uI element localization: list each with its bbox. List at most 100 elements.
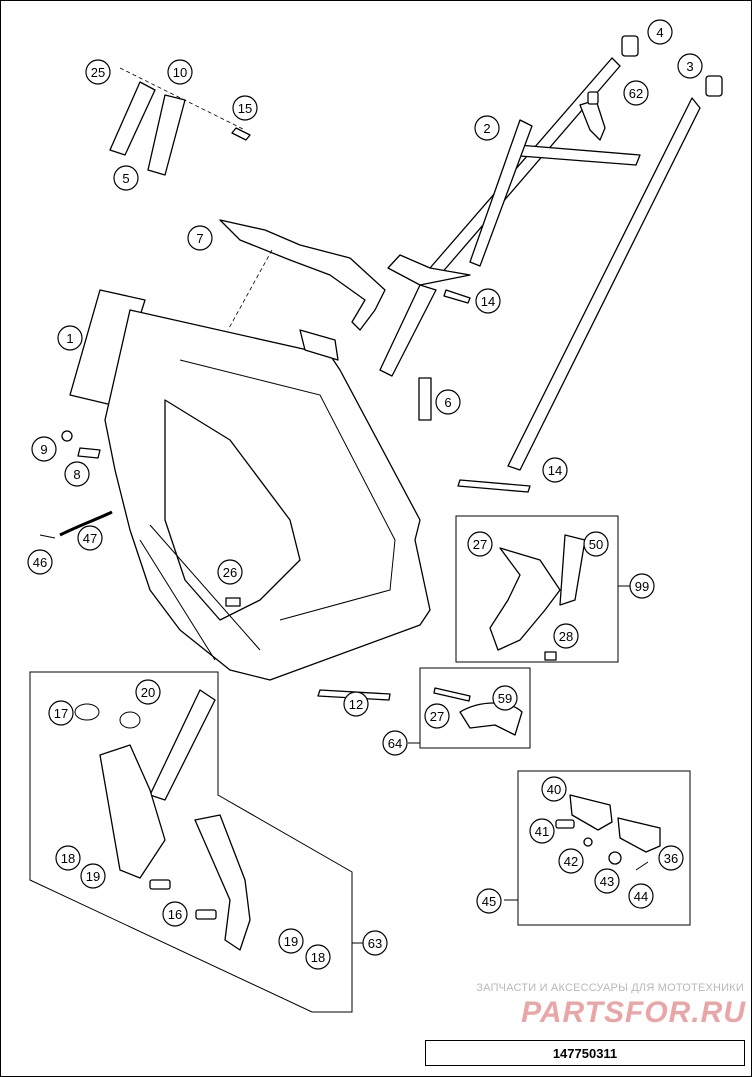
callout-15: 15 <box>232 95 258 121</box>
callout-label: 20 <box>141 685 155 700</box>
callout-27: 27 <box>424 703 450 729</box>
callout-label: 99 <box>635 579 649 594</box>
callout-label: 42 <box>564 854 578 869</box>
callout-1: 1 <box>57 325 83 351</box>
bolt-14-lower <box>457 479 531 493</box>
guard-64 <box>433 687 523 736</box>
callout-label: 59 <box>498 691 512 706</box>
nut-9 <box>61 430 73 442</box>
callout-label: 3 <box>686 59 693 74</box>
hose-47 <box>59 510 113 537</box>
callout-7: 7 <box>187 225 213 251</box>
callout-label: 19 <box>284 934 298 949</box>
callout-19: 19 <box>80 863 106 889</box>
callout-label: 8 <box>73 467 80 482</box>
end-plug-4 <box>621 35 639 57</box>
side-stand-assembly <box>489 534 586 661</box>
callout-label: 63 <box>368 936 382 951</box>
callout-5: 5 <box>113 165 139 191</box>
watermark-logo: PARTSFOR.RU <box>521 996 746 1029</box>
nut-62 <box>587 91 599 105</box>
callout-14: 14 <box>475 288 501 314</box>
bolt-8 <box>77 447 101 459</box>
callout-label: 7 <box>196 231 203 246</box>
callout-label: 15 <box>238 101 252 116</box>
end-plug-3 <box>705 75 723 97</box>
callout-99: 99 <box>629 573 655 599</box>
callout-62: 62 <box>623 80 649 106</box>
part-number-box: 147750311 <box>425 1040 745 1066</box>
callout-16: 16 <box>162 901 188 927</box>
callout-label: 14 <box>481 294 495 309</box>
callout-label: 43 <box>600 874 614 889</box>
callout-label: 64 <box>388 736 402 751</box>
group-box-99 <box>455 515 619 663</box>
callout-8: 8 <box>64 461 90 487</box>
callout-26: 26 <box>217 559 243 585</box>
callout-9: 9 <box>31 436 57 462</box>
callout-19: 19 <box>278 928 304 954</box>
callout-label: 10 <box>173 65 187 80</box>
callout-label: 46 <box>33 555 47 570</box>
engine-brackets <box>109 67 251 176</box>
callout-label: 47 <box>83 531 97 546</box>
callout-63: 63 <box>362 930 388 956</box>
callout-4: 4 <box>647 19 673 45</box>
callout-label: 18 <box>311 950 325 965</box>
engine-mount-7 <box>219 219 386 331</box>
callout-10: 10 <box>167 59 193 85</box>
callout-20: 20 <box>135 679 161 705</box>
callout-label: 50 <box>589 537 603 552</box>
callout-64: 64 <box>382 730 408 756</box>
callout-47: 47 <box>77 525 103 551</box>
callout-label: 45 <box>482 894 496 909</box>
callout-28: 28 <box>553 623 579 649</box>
callout-label: 16 <box>168 907 182 922</box>
callout-label: 28 <box>559 629 573 644</box>
callout-2: 2 <box>474 115 500 141</box>
group-box-64 <box>419 667 531 749</box>
callout-14: 14 <box>542 457 568 483</box>
callout-label: 27 <box>473 537 487 552</box>
callout-label: 1 <box>66 331 73 346</box>
callout-label: 12 <box>349 697 363 712</box>
callout-label: 26 <box>223 565 237 580</box>
callout-label: 4 <box>656 25 663 40</box>
callout-6: 6 <box>435 389 461 415</box>
callout-label: 62 <box>629 86 643 101</box>
callout-label: 18 <box>61 851 75 866</box>
callout-label: 36 <box>664 851 678 866</box>
callout-label: 19 <box>86 869 100 884</box>
callout-46: 46 <box>27 549 53 575</box>
callout-18: 18 <box>305 944 331 970</box>
group-box-63 <box>29 671 353 1013</box>
bolt-26 <box>225 597 241 607</box>
part-number: 147750311 <box>552 1045 618 1061</box>
frame-protectors <box>74 689 251 951</box>
callout-12: 12 <box>343 691 369 717</box>
bolt-6 <box>418 377 432 421</box>
footrests <box>555 794 661 871</box>
main-frame <box>69 289 431 681</box>
callout-27: 27 <box>467 531 493 557</box>
callout-50: 50 <box>583 531 609 557</box>
watermark-caption: ЗАПЧАСТИ И АКСЕССУАРЫ ДЛЯ МОТОТЕХНИКИ <box>476 982 744 994</box>
callout-17: 17 <box>48 700 74 726</box>
callout-3: 3 <box>677 53 703 79</box>
callout-label: 40 <box>547 782 561 797</box>
callout-45: 45 <box>476 888 502 914</box>
callout-41: 41 <box>529 818 555 844</box>
callout-label: 25 <box>91 65 105 80</box>
callout-43: 43 <box>594 868 620 894</box>
callout-label: 6 <box>444 395 451 410</box>
callout-label: 41 <box>535 824 549 839</box>
callout-label: 27 <box>430 709 444 724</box>
callout-label: 5 <box>122 171 129 186</box>
callout-label: 9 <box>40 442 47 457</box>
group-box-45 <box>517 770 691 926</box>
callout-42: 42 <box>558 848 584 874</box>
callout-label: 44 <box>634 889 648 904</box>
callout-label: 14 <box>548 463 562 478</box>
